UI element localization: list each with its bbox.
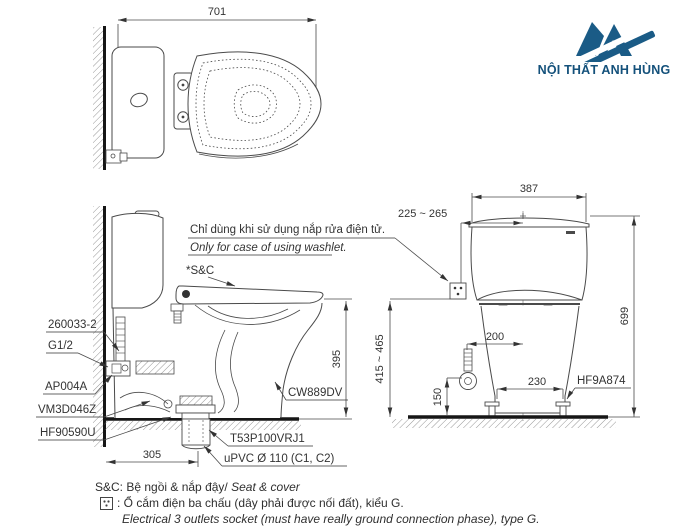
part-hf90590u-label: HF90590U	[40, 427, 96, 439]
part-ap004a-label: AP004A	[45, 381, 88, 393]
footnote-socket-vi: : Ổ cắm điện ba chấu (dây phải được nối …	[117, 496, 404, 510]
part-t53p100vrj1-label: T53P100VRJ1	[230, 433, 305, 445]
power-socket-icon	[449, 282, 467, 300]
part-cw889dv-label: CW889DV	[288, 387, 343, 399]
footnote-socket: : Ổ cắm điện ba chấu (dây phải được nối …	[100, 495, 675, 511]
floor-hatch	[392, 419, 616, 428]
dim-230-label: 230	[528, 376, 546, 388]
footnote-seat-cover-en: Seat & cover	[231, 480, 300, 494]
footnote-socket-en: Electrical 3 outlets socket (must have r…	[122, 512, 540, 526]
brand-logo: NỘI THẤT ANH HÙNG	[524, 10, 684, 84]
socket-icon	[100, 496, 113, 510]
dim-387-label: 387	[520, 183, 538, 195]
part-upvc-label: uPVC Ø 110 (C1, C2)	[224, 453, 335, 465]
brand-name: NỘI THẤT ANH HÙNG	[537, 63, 671, 77]
supply-valve-front	[463, 348, 473, 372]
fill-valve	[135, 360, 175, 375]
footnote-seat-cover: S&C: Bệ ngồi & nắp đậy/ Seat & cover	[95, 479, 675, 495]
seat-lid-outline	[187, 51, 322, 157]
tank-logo-mark	[566, 231, 575, 234]
stop-valve	[105, 360, 131, 377]
supply-riser	[115, 316, 126, 364]
seat-ref-label: *S&C	[186, 265, 214, 277]
dim-701-label: 701	[208, 6, 226, 18]
dim-395-label: 395	[331, 350, 343, 368]
washlet-note-vi: Chỉ dùng khi sử dụng nắp rửa điện tử.	[190, 223, 385, 236]
wall-hatch	[93, 27, 104, 169]
dim-225-265-label: 225 ~ 265	[398, 208, 447, 220]
part-hf9a874-label: HF9A874	[577, 375, 626, 387]
washlet-note-en: Only for case of using washlet.	[190, 242, 347, 254]
part-g12-label: G1/2	[48, 340, 73, 352]
footnote-seat-cover-vi: S&C: Bệ ngồi & nắp đậy/	[95, 480, 228, 494]
side-view: 395 305 Chỉ dùng khi sử dụng nắp rửa điệ…	[36, 206, 450, 467]
footnotes: S&C: Bệ ngồi & nắp đậy/ Seat & cover : Ổ…	[95, 479, 675, 527]
upvc-pipe	[181, 418, 211, 446]
flush-button-top	[130, 92, 148, 108]
dim-200-label: 200	[486, 331, 504, 343]
part-260033-label: 260033-2	[48, 319, 97, 331]
outlet-flange	[179, 395, 213, 406]
wall-hatch	[93, 206, 104, 447]
dim-699-label: 699	[619, 307, 631, 325]
top-view: 701	[93, 6, 322, 170]
brand-logo-icon	[564, 22, 655, 75]
dim-305-label: 305	[143, 449, 161, 461]
washlet-seat	[175, 285, 324, 305]
part-vm3d046z-label: VM3D046Z	[38, 404, 96, 416]
dim-415-465-label: 415 ~ 465	[374, 334, 386, 383]
dim-150-label: 150	[432, 388, 444, 406]
front-view: 387 225 ~ 265 699 415 ~ 465 200	[374, 183, 640, 428]
